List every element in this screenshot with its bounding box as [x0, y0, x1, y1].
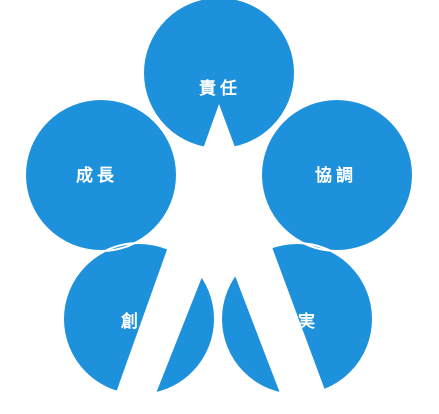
center-lambda-shape [113, 104, 329, 401]
center-value-label: 感動 [195, 185, 243, 207]
petal-top [143, 0, 295, 149]
top-value-label: 責任 [199, 78, 241, 99]
petal-left [25, 99, 177, 251]
petal-left-outline [24, 98, 178, 252]
bottom-right-value-label: 誠実 [277, 311, 319, 332]
petal-group [25, 0, 413, 395]
left-value-label: 成長 [76, 165, 118, 186]
petal-right-outline [260, 98, 414, 252]
petal-right [261, 99, 413, 251]
right-value-label: 協調 [315, 165, 357, 186]
bottom-left-value-label: 創出 [120, 311, 163, 332]
label-group: 責任 成長 協調 創出 誠実 感動 [76, 78, 357, 332]
